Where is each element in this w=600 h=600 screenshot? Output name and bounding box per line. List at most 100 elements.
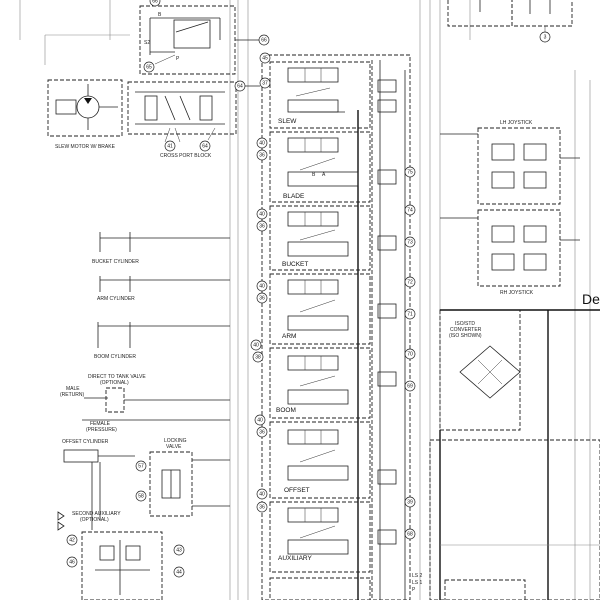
- svg-text:75: 75: [407, 169, 413, 175]
- callout-65: [143, 61, 155, 73]
- arm-cylinder-label: ARM CYLINDER: [97, 296, 135, 302]
- port-b-label: B: [158, 12, 162, 18]
- svg-text:70: 70: [407, 351, 413, 357]
- rh-joystick: RH JOYSTICK: [440, 209, 580, 296]
- svg-text:36: 36: [259, 429, 265, 435]
- ls1-label: LS 1: [412, 580, 423, 586]
- svg-text:43: 43: [176, 547, 182, 553]
- svg-text:74: 74: [407, 207, 413, 213]
- cross-port-label: CROSS PORT BLOCK: [160, 153, 212, 159]
- section-label-slew: SLEW: [278, 118, 297, 125]
- slew-motor-label: SLEW MOTOR W/ BRAKE: [55, 144, 116, 150]
- svg-text:46: 46: [69, 559, 75, 565]
- svg-text:36: 36: [259, 295, 265, 301]
- svg-text:68: 68: [407, 531, 413, 537]
- svg-text:42: 42: [69, 537, 75, 543]
- svg-text:(RETURN): (RETURN): [60, 392, 84, 398]
- svg-text:66: 66: [152, 0, 158, 4]
- svg-text:DIRECT TO TANK VALVE: DIRECT TO TANK VALVE: [88, 374, 146, 380]
- lh-joystick: LH JOYSTICK: [440, 120, 580, 205]
- svg-text:58: 58: [138, 493, 144, 499]
- svg-text:(OPTIONAL): (OPTIONAL): [80, 517, 109, 523]
- svg-text:40: 40: [259, 211, 265, 217]
- direct-to-tank-valve: DIRECT TO TANK VALVE (OPTIONAL) MALE (RE…: [60, 374, 230, 433]
- svg-text:A: A: [322, 172, 326, 178]
- locking-valve: LOCKING VALVE 57 58: [135, 438, 230, 517]
- main-valve-bank: [261, 54, 411, 600]
- top-left-valve-assembly: B S2 P 66 66 65: [139, 0, 270, 75]
- offset-cylinder-label: OFFSET CYLINDER: [62, 439, 109, 445]
- port-p-label: P: [176, 56, 180, 62]
- valve-bank-callouts-right: 75 74 73 72 71 70 69 39 68 LS 2 LS 1 P: [404, 166, 423, 593]
- svg-text:MALE: MALE: [66, 386, 80, 392]
- cross-port-block: 64 41 64 CROSS PORT BLOCK: [127, 80, 260, 159]
- valve-bank-callouts-left: 45 37 40 36 40 36 40 36 40 38 40 36 40 3…: [250, 52, 271, 513]
- svg-text:40: 40: [259, 283, 265, 289]
- section-label-arm: ARM: [282, 333, 296, 340]
- callout-44: [173, 566, 185, 578]
- svg-text:36: 36: [259, 152, 265, 158]
- callout-43: [173, 544, 185, 556]
- svg-text:72: 72: [407, 279, 413, 285]
- offset-cylinder: OFFSET CYLINDER: [62, 439, 135, 530]
- svg-text:40: 40: [259, 491, 265, 497]
- svg-text:65: 65: [146, 64, 152, 70]
- section-label-offset: OFFSET: [284, 487, 310, 494]
- svg-text:38: 38: [255, 354, 261, 360]
- svg-text:B: B: [312, 172, 316, 178]
- boom-cylinder-label: BOOM CYLINDER: [94, 354, 136, 360]
- svg-text:P: P: [412, 587, 416, 593]
- second-auxiliary: SECOND AUXILIARY (OPTIONAL) 42 46 43 44: [57, 511, 185, 600]
- svg-text:66: 66: [261, 37, 267, 43]
- port-s2-label: S2: [144, 40, 150, 46]
- valve-sections: SLEW B A BLADE BUCKET: [269, 61, 397, 600]
- svg-text:SECOND AUXILIARY: SECOND AUXILIARY: [72, 511, 121, 517]
- svg-text:CONVERTER: CONVERTER: [450, 327, 482, 333]
- left-cylinders: BUCKET CYLINDER ARM CYLINDER BOOM CYLIND…: [92, 232, 230, 360]
- truncated-heading: De: [582, 291, 600, 307]
- callout-64-b: [199, 140, 211, 152]
- section-label-boom: BOOM: [276, 407, 296, 414]
- svg-text:3: 3: [544, 34, 547, 40]
- svg-text:FEMALE: FEMALE: [90, 421, 111, 427]
- svg-text:41: 41: [167, 143, 173, 149]
- svg-text:40: 40: [259, 140, 265, 146]
- boom-section: BOOM: [269, 347, 397, 419]
- svg-text:57: 57: [138, 463, 144, 469]
- svg-text:VALVE: VALVE: [166, 444, 182, 450]
- section-label-bucket: BUCKET: [282, 261, 308, 268]
- bucket-cylinder-label: BUCKET CYLINDER: [92, 259, 139, 265]
- svg-text:LOCKING: LOCKING: [164, 438, 187, 444]
- rh-joystick-label: RH JOYSTICK: [500, 290, 534, 296]
- slew-motor: SLEW MOTOR W/ BRAKE: [47, 79, 123, 150]
- frame-lines: [19, 0, 591, 600]
- svg-text:(OPTIONAL): (OPTIONAL): [100, 380, 129, 386]
- bucket-section: BUCKET: [269, 205, 397, 271]
- lh-joystick-label: LH JOYSTICK: [500, 120, 533, 126]
- callout-66-top: [149, 0, 161, 7]
- offset-section: OFFSET: [269, 421, 397, 499]
- svg-text:69: 69: [407, 383, 413, 389]
- iso-std-converter: ISO/STD CONVERTER (ISO SHOWN): [439, 309, 600, 600]
- svg-text:40: 40: [253, 342, 259, 348]
- svg-text:64: 64: [237, 83, 243, 89]
- slew-section: SLEW: [269, 61, 397, 129]
- callout-58: [135, 490, 147, 502]
- svg-text:36: 36: [259, 504, 265, 510]
- svg-text:44: 44: [176, 569, 182, 575]
- callout-57: [135, 460, 147, 472]
- callout-3: [539, 31, 551, 43]
- auxiliary-section: AUXILIARY: [269, 501, 397, 573]
- callout-64-a: [234, 80, 246, 92]
- svg-text:71: 71: [407, 311, 413, 317]
- callout-46: [66, 556, 78, 568]
- svg-text:39: 39: [407, 499, 413, 505]
- svg-text:(ISO SHOWN): (ISO SHOWN): [449, 333, 482, 339]
- callout-42: [66, 534, 78, 546]
- arm-section: ARM: [269, 273, 397, 345]
- lower-right-boxes: [429, 439, 600, 600]
- svg-text:36: 36: [259, 223, 265, 229]
- svg-text:ISO/STD: ISO/STD: [455, 321, 475, 327]
- svg-text:(PRESSURE): (PRESSURE): [86, 427, 117, 433]
